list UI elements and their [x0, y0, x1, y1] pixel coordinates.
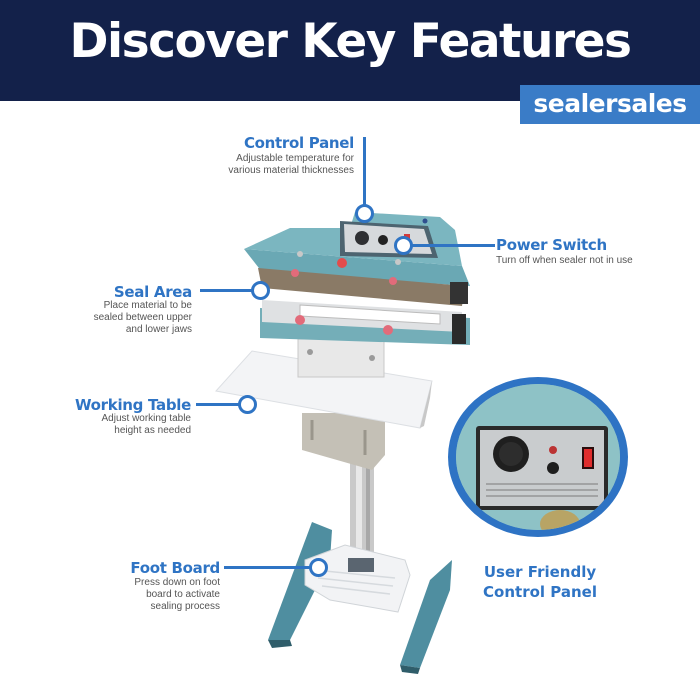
control-panel-closeup-illustration: [456, 384, 620, 530]
page-title: Discover Key Features: [69, 14, 632, 69]
control-panel-closeup: [448, 377, 628, 537]
foot-board-marker-dot: [309, 558, 328, 577]
control-panel-leader-line: [363, 137, 366, 207]
closeup-caption-line1: User Friendly: [483, 563, 597, 581]
foot-board-leader-line: [224, 566, 312, 569]
control-panel-marker-dot: [355, 204, 374, 223]
closeup-caption: User Friendly Control Panel: [440, 562, 640, 602]
callout-power-switch-desc: Turn off when sealer not in use: [496, 255, 633, 266]
callout-working-table-title: Working Table: [74, 396, 191, 414]
working-table-leader-line: [196, 403, 240, 406]
callout-seal-area-title: Seal Area: [113, 283, 192, 301]
brand-badge: sealersales: [520, 85, 700, 124]
power-switch-leader-line: [410, 244, 495, 247]
closeup-photo: [456, 384, 620, 530]
brand-name: sealersales: [533, 89, 687, 118]
power-switch-marker-dot: [394, 236, 413, 255]
callout-foot-board-title: Foot Board: [130, 559, 220, 577]
callout-control-panel-title: Control Panel: [243, 134, 354, 152]
closeup-caption-line2: Control Panel: [483, 583, 597, 601]
seal-area-marker-dot: [251, 281, 270, 300]
header-banner: Discover Key Features: [0, 0, 700, 101]
working-table-marker-dot: [238, 395, 257, 414]
seal-area-leader-line: [200, 289, 252, 292]
callout-power-switch-title: Power Switch: [496, 236, 607, 254]
